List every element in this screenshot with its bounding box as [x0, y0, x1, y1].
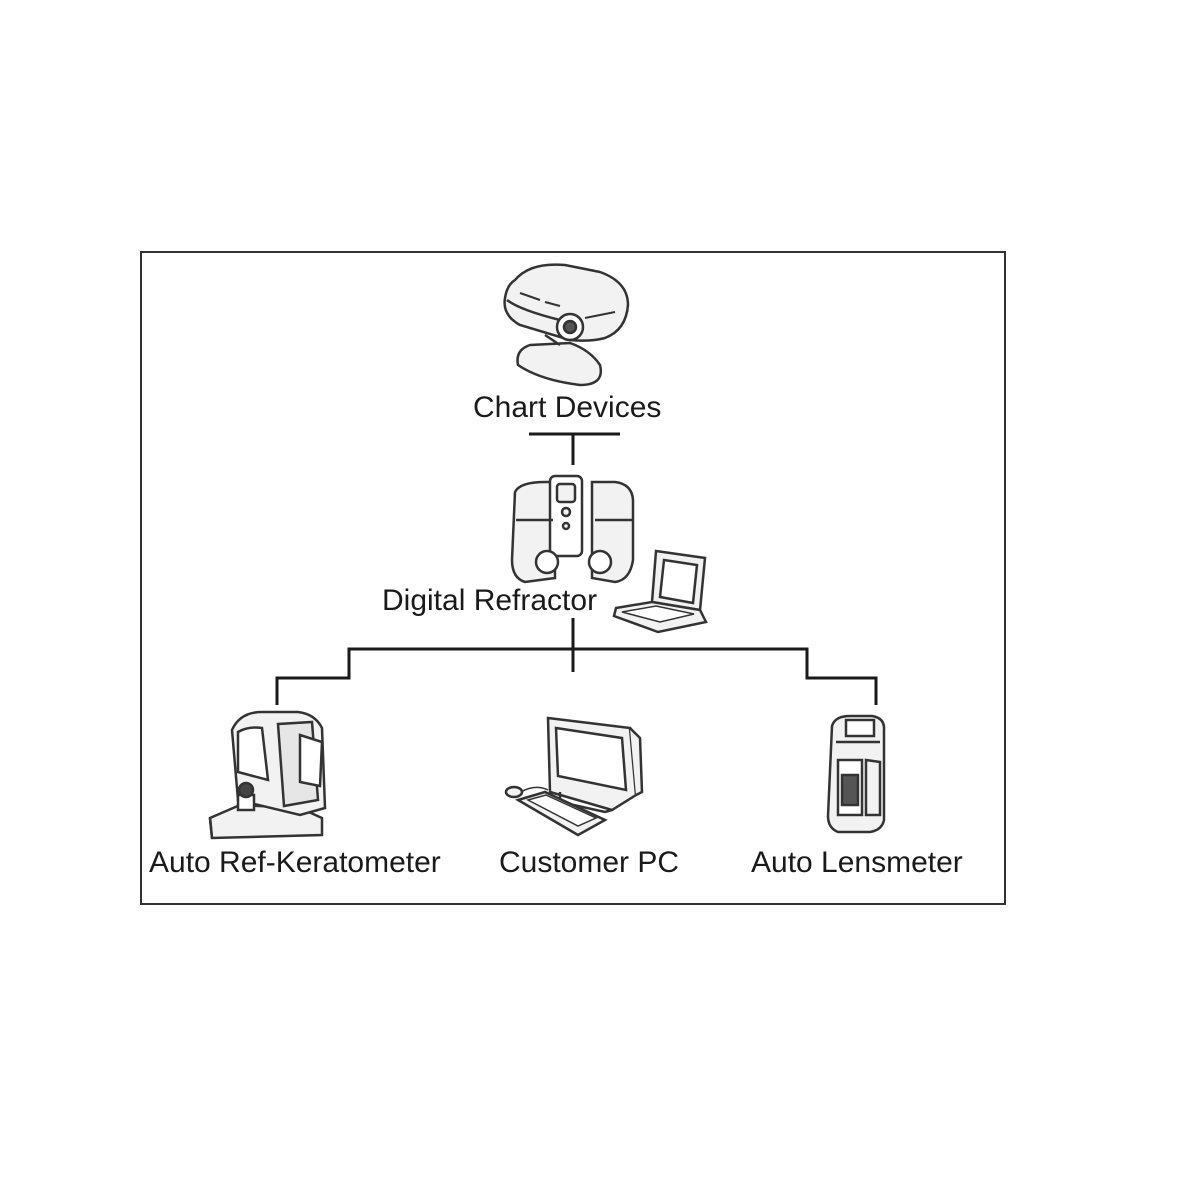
chart-devices-label: Chart Devices — [473, 391, 662, 424]
ref-keratometer-icon — [208, 710, 327, 840]
customer-pc-label: Customer PC — [499, 846, 680, 879]
auto-lensmeter-label: Auto Lensmeter — [751, 846, 963, 879]
lensmeter-icon — [826, 714, 886, 834]
chart-projector-icon — [503, 263, 630, 387]
distribution-bus-line — [275, 647, 878, 705]
desktop-computer-icon — [504, 716, 644, 837]
phoropter-icon — [510, 474, 635, 584]
control-panel-laptop-icon — [612, 549, 708, 634]
auto-ref-keratometer-label: Auto Ref-Keratometer — [149, 846, 441, 879]
digital-refractor-label: Digital Refractor — [382, 584, 598, 617]
diagram-frame — [140, 251, 1006, 905]
connector-lines — [275, 432, 878, 705]
